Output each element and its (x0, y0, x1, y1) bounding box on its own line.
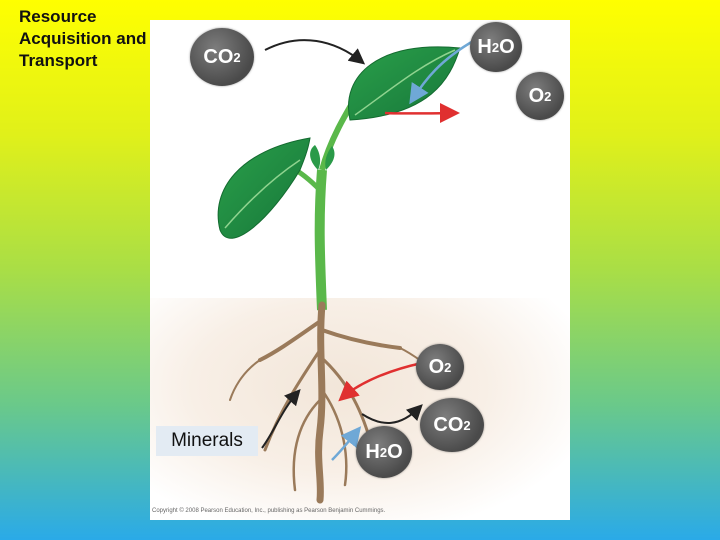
o2-root-intake-arrow (342, 363, 422, 398)
slide-title: Resource Acquisition and Transport (19, 6, 159, 72)
co2-root-release-arrow (362, 407, 420, 423)
root-system (230, 305, 435, 500)
minerals-intake-arrow (262, 392, 298, 448)
upper-leaf (348, 47, 460, 120)
co2-intake-arrow (265, 40, 362, 62)
plant-stem (320, 170, 322, 310)
copyright-text: Copyright © 2008 Pearson Education, Inc.… (152, 508, 385, 514)
minerals-label: Minerals (156, 426, 258, 456)
